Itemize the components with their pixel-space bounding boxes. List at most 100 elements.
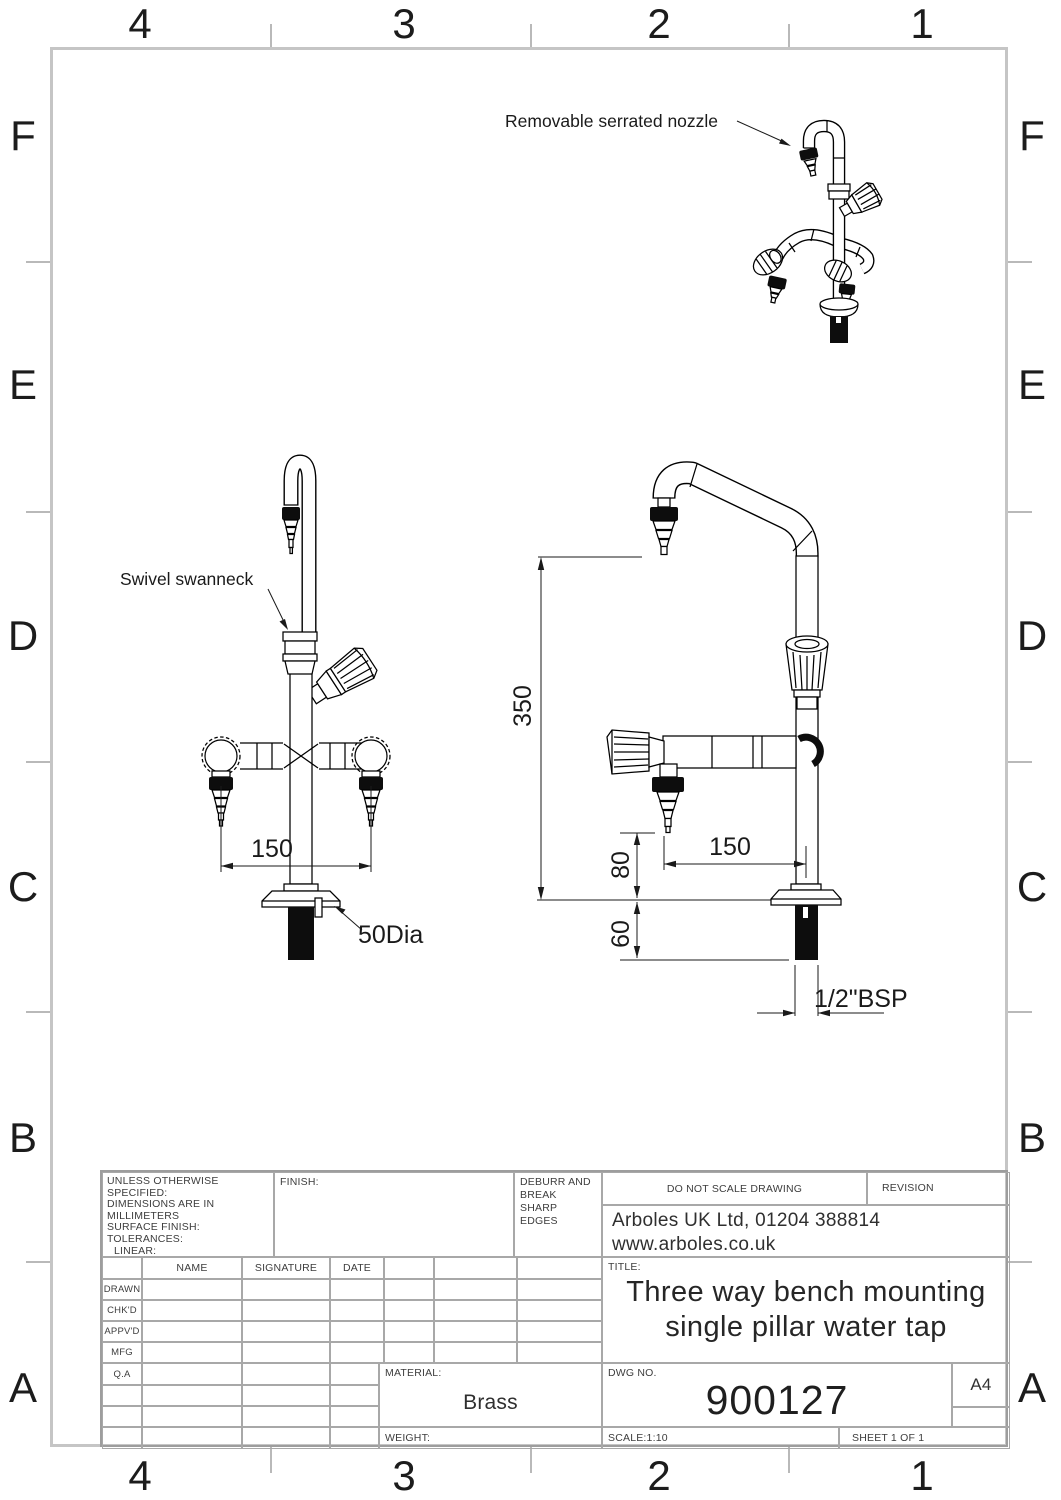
table-cell xyxy=(102,1406,142,1427)
table-cell xyxy=(384,1342,434,1363)
zone-tick xyxy=(1006,1011,1032,1013)
date-header: DATE xyxy=(330,1257,384,1279)
zone-row-label: F xyxy=(1019,112,1045,159)
zone-row-label: A xyxy=(8,1364,37,1411)
table-cell xyxy=(142,1385,242,1406)
table-cell xyxy=(517,1321,602,1342)
zone-tick xyxy=(1006,1261,1032,1263)
table-cell xyxy=(330,1385,379,1406)
company-cell: Arboles UK Ltd, 01204 388814 www.arboles… xyxy=(602,1205,1010,1257)
zone-tick xyxy=(26,1261,52,1263)
zone-tick xyxy=(1006,261,1032,263)
sheet-label: SHEET 1 OF 1 xyxy=(839,1427,1010,1449)
side-dim-thread: 1/2"BSP xyxy=(814,985,908,1013)
table-cell xyxy=(330,1300,384,1321)
table-cell xyxy=(384,1300,434,1321)
zone-tick xyxy=(788,1447,790,1473)
zone-col-label: 3 xyxy=(392,1452,416,1499)
table-cell xyxy=(384,1321,434,1342)
table-cell xyxy=(434,1257,517,1279)
side-view: 350 xyxy=(509,461,908,1017)
table-cell xyxy=(242,1342,330,1363)
weight-label: WEIGHT: xyxy=(379,1427,602,1449)
zone-tick xyxy=(26,761,52,763)
zone-row-label: F xyxy=(10,112,36,159)
table-cell xyxy=(517,1257,602,1279)
table-cell xyxy=(242,1406,330,1427)
approval-row-label: DRAWN xyxy=(102,1279,142,1300)
zone-col-label: 4 xyxy=(128,1452,152,1499)
zone-row-label: E xyxy=(8,361,37,408)
side-dim-nozzle: 80 xyxy=(607,851,635,879)
table-cell xyxy=(384,1257,434,1279)
zone-row-label: E xyxy=(1017,361,1046,408)
zone-tick xyxy=(530,1447,532,1473)
front-dim-width: 150 xyxy=(251,835,293,863)
zone-tick xyxy=(788,24,790,50)
tolerance-line: UNLESS OTHERWISE SPECIFIED: xyxy=(107,1175,219,1199)
drawing-title-line1: Three way bench mounting xyxy=(626,1276,986,1308)
table-cell xyxy=(102,1257,142,1279)
table-cell xyxy=(142,1363,242,1385)
zone-tick xyxy=(1006,761,1032,763)
zone-col-label: 2 xyxy=(647,1452,671,1499)
zone-col-label: 3 xyxy=(392,0,416,47)
side-dim-under: 60 xyxy=(607,920,635,948)
zone-row-label: C xyxy=(1016,863,1048,910)
approval-row-label: Q.A xyxy=(102,1363,142,1385)
zone-row-label: D xyxy=(1016,612,1048,659)
table-cell xyxy=(242,1363,330,1385)
table-cell xyxy=(242,1321,330,1342)
isometric-view: Removable serrated nozzle xyxy=(505,111,883,343)
zone-row-label: C xyxy=(7,863,39,910)
table-cell xyxy=(434,1342,517,1363)
tolerance-line: DIMENSIONS ARE IN MILLIMETERS xyxy=(107,1198,215,1222)
table-cell xyxy=(330,1321,384,1342)
zone-tick xyxy=(270,24,272,50)
finish-cell: FINISH: xyxy=(274,1172,514,1257)
name-header: NAME xyxy=(142,1257,242,1279)
zone-tick xyxy=(1006,511,1032,513)
dwg-cell: DWG NO. 900127 xyxy=(602,1363,952,1427)
zone-row-label: B xyxy=(8,1114,37,1161)
deburr-note: DEBURR AND BREAK SHARP EDGES xyxy=(514,1172,602,1257)
tolerance-line: TOLERANCES: xyxy=(107,1232,184,1245)
scale-label: SCALE:1:10 xyxy=(602,1427,839,1449)
approval-row-label: CHK'D xyxy=(102,1300,142,1321)
material-value: Brass xyxy=(463,1391,518,1414)
signature-header: SIGNATURE xyxy=(242,1257,330,1279)
do-not-scale-note: DO NOT SCALE DRAWING xyxy=(602,1172,867,1205)
table-cell xyxy=(242,1427,330,1449)
front-label: Swivel swanneck xyxy=(120,569,253,589)
table-cell xyxy=(102,1427,142,1449)
material-cell: MATERIAL: Brass xyxy=(379,1363,602,1427)
zone-row-label: B xyxy=(1017,1114,1046,1161)
approval-row-label: MFG xyxy=(102,1342,142,1363)
title-label: TITLE: xyxy=(608,1261,641,1273)
company-name: Arboles UK Ltd, 01204 388814 xyxy=(612,1210,881,1231)
company-website: www.arboles.co.uk xyxy=(612,1234,776,1255)
zone-tick xyxy=(26,261,52,263)
table-cell xyxy=(242,1300,330,1321)
table-cell xyxy=(517,1342,602,1363)
zone-col-label: 1 xyxy=(910,1452,934,1499)
table-cell xyxy=(330,1279,384,1300)
table-cell xyxy=(952,1407,1010,1427)
zone-tick xyxy=(270,1447,272,1473)
table-cell xyxy=(330,1427,379,1449)
paper-size: A4 xyxy=(952,1363,1010,1407)
zone-col-label: 4 xyxy=(128,0,152,47)
side-dim-reach: 150 xyxy=(709,833,751,861)
dwg-label: DWG NO. xyxy=(608,1367,657,1379)
table-cell xyxy=(102,1385,142,1406)
zone-row-label: A xyxy=(1017,1364,1046,1411)
table-cell xyxy=(434,1279,517,1300)
title-block: UNLESS OTHERWISE SPECIFIED: DIMENSIONS A… xyxy=(100,1170,1010,1449)
zone-row-label: D xyxy=(7,612,39,659)
table-cell xyxy=(330,1363,379,1385)
dwg-number: 900127 xyxy=(705,1377,849,1423)
table-cell xyxy=(330,1342,384,1363)
table-cell xyxy=(242,1385,330,1406)
